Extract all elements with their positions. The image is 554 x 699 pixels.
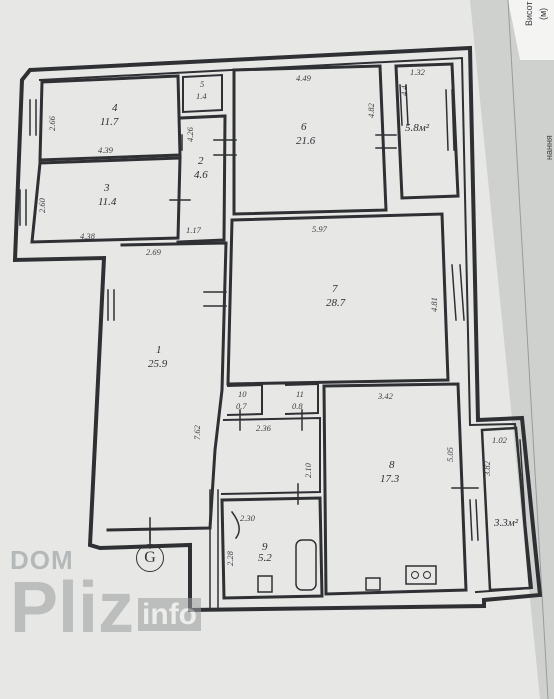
watermark-dom: DOM [10, 545, 74, 575]
room-10-wall [226, 383, 263, 417]
watermark-info: info [138, 598, 202, 631]
room-1-number: 1 [156, 344, 162, 356]
room-11-area: 0.8 [292, 401, 303, 411]
dim-3-82: 3.82 [482, 461, 492, 476]
dim-2-10: 2.10 [303, 463, 313, 478]
room-3-area: 11.4 [98, 196, 117, 208]
dim-5-97: 5.97 [312, 224, 327, 234]
dim-2-28: 2.28 [225, 551, 235, 566]
toilet [230, 510, 240, 540]
dim-1-32: 1.32 [410, 67, 425, 77]
side-sheet-unit: (м) [538, 7, 548, 20]
inner-wall [38, 56, 534, 594]
dim-3-42: 3.42 [378, 391, 393, 401]
dim-4-4: 4.4 [399, 85, 409, 96]
room-5-area: 1.4 [196, 91, 207, 101]
room-9-wall [220, 496, 324, 600]
burner-2 [423, 571, 431, 579]
room-6-number: 6 [301, 121, 307, 133]
dim-4-49: 4.49 [296, 73, 311, 83]
room-7-area: 28.7 [326, 297, 346, 309]
stove [405, 565, 437, 585]
room-6-area: 21.6 [296, 135, 316, 147]
windows [19, 84, 529, 561]
bathtub [295, 539, 317, 591]
room-5-number: 5 [200, 79, 205, 89]
room-3-wall [30, 156, 182, 244]
balcony-top-wall [394, 62, 460, 200]
room-1-wall [106, 241, 228, 532]
room-2-wall [176, 114, 227, 244]
room-7-number: 7 [332, 283, 338, 295]
room-4-area: 11.7 [100, 116, 119, 128]
dim-4-26: 4.26 [185, 127, 195, 142]
room-8-wall [322, 382, 468, 596]
burner-1 [411, 571, 419, 579]
room-4-wall [38, 74, 182, 162]
room-2-number: 2 [198, 155, 204, 167]
room-5-wall [182, 73, 223, 114]
room-4-number: 4 [112, 102, 118, 114]
kitchen-sink [365, 577, 381, 591]
dim-4-39: 4.39 [98, 145, 113, 155]
room-10-number: 10 [238, 389, 247, 399]
dim-1-17: 1.17 [186, 225, 201, 235]
watermark-pliz: Pliz [10, 568, 135, 648]
room-9-area: 5.2 [258, 552, 272, 564]
room-6-wall [232, 64, 388, 216]
dim-4-38: 4.38 [80, 231, 95, 241]
dim-2-66: 2.66 [47, 116, 57, 131]
dim-5-05: 5.05 [445, 447, 455, 462]
dim-4-81: 4.81 [429, 297, 439, 312]
side-sheet [508, 0, 554, 60]
room-10-area: 0.7 [236, 401, 247, 411]
room-11-number: 11 [296, 389, 304, 399]
dim-4-82: 4.82 [366, 103, 376, 118]
dim-7-62: 7.62 [192, 425, 202, 440]
balcony-right-wall [480, 426, 532, 592]
sheet-edge [507, 0, 549, 699]
room-1-area: 25.9 [148, 358, 168, 370]
outer-wall [12, 45, 543, 613]
dim-2-69: 2.69 [146, 247, 161, 257]
room-3-number: 3 [104, 182, 110, 194]
door-marks [149, 134, 479, 611]
side-sheet-vertical: нання [544, 135, 554, 160]
balcony-top-area: 5.8м² [405, 122, 430, 134]
dim-2-30: 2.30 [240, 513, 255, 523]
room-9-number: 9 [262, 541, 268, 553]
dim-1-02: 1.02 [492, 435, 507, 445]
dim-2-36: 2.36 [256, 423, 271, 433]
room-8-number: 8 [389, 459, 395, 471]
axis-marker-g: G [136, 544, 164, 572]
balcony-right-area: 3.3м² [494, 517, 519, 529]
room-8-area: 17.3 [380, 473, 400, 485]
sink [257, 575, 273, 593]
dim-2-60: 2.60 [37, 198, 47, 213]
room-7-wall [226, 212, 450, 386]
room-2-area: 4.6 [194, 169, 208, 181]
corridor-wall [220, 416, 321, 496]
side-sheet-title: Висот [524, 1, 534, 26]
